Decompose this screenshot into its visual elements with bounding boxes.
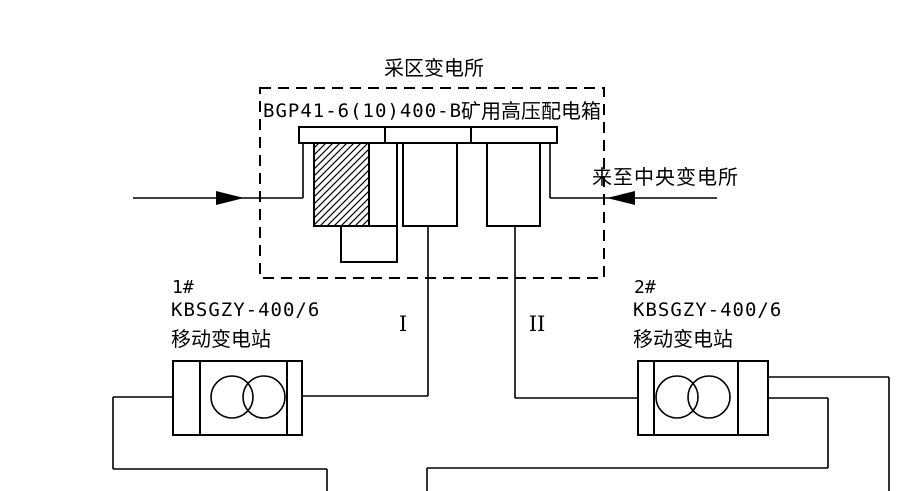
transformer1-winding-symbol [210,375,254,419]
breaker-cell-hatched [313,142,370,227]
left-incoming-arrow-icon [216,191,244,205]
feeder2-label: II [529,312,546,336]
transformer1-compartment-dividers [199,361,288,435]
feeder2-line [514,226,638,399]
busbar-section-dividers [384,127,472,143]
transformer1-output-line [112,396,328,491]
transformer2-output-line-right [768,376,890,491]
left-incoming-line [133,143,304,199]
transformer2-output-line-bottom [426,397,829,491]
transformer2-name: 移动变电站 [633,327,733,351]
distribution-box-model: BGP41-6(10)400-B [263,100,462,122]
substation-boundary [259,87,605,279]
breaker-drawout-truck [340,225,398,263]
incoming-source-label: 来至中央变电所 [592,165,739,189]
feeder1-line [302,226,429,397]
transformer1-number: 1# [172,277,194,298]
transformer1-model: KBSGZY-400/6 [171,299,320,321]
busbar [298,126,558,144]
distribution-box-name: 矿用高压配电箱 [461,99,601,123]
transformer1-name: 移动变电站 [171,327,271,351]
feeder1-label: I [399,312,407,336]
transformer1-winding-symbol [242,375,286,419]
transformer2-winding-symbol [655,375,699,419]
transformer2-number: 2# [634,277,656,298]
switch-cell-2 [486,142,541,227]
diagram-title: 采区变电所 [384,56,484,80]
transformer2-enclosure [637,360,769,436]
transformer1-enclosure [172,360,303,436]
right-incoming-arrow-icon [607,191,635,205]
transformer2-compartment-dividers [653,361,739,435]
switch-cell-1 [402,142,458,227]
transformer2-winding-symbol [687,375,731,419]
transformer2-model: KBSGZY-400/6 [633,299,782,321]
